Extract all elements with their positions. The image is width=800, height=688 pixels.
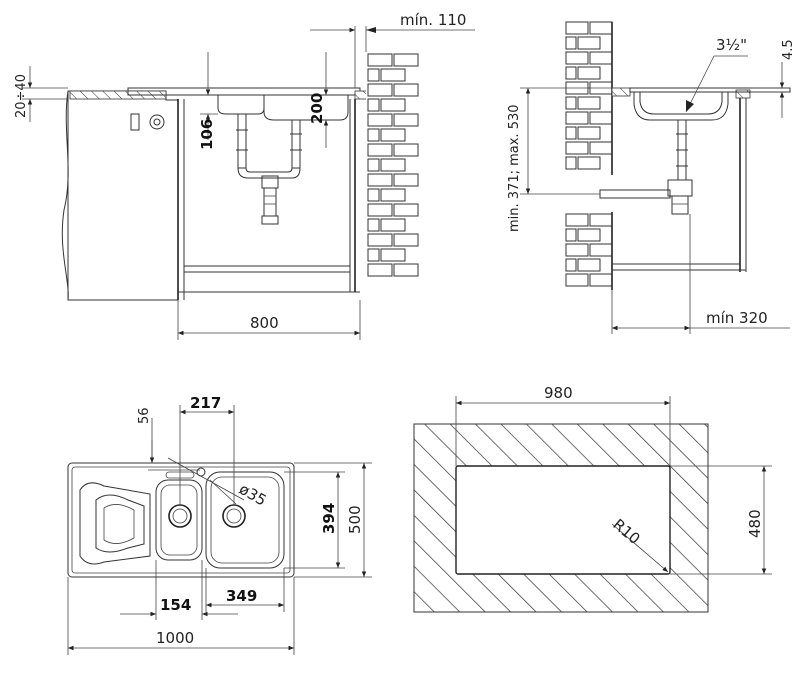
brick xyxy=(367,113,393,127)
brick xyxy=(565,51,589,65)
brick xyxy=(367,68,380,82)
dim-35: ø35 xyxy=(236,480,269,510)
brick xyxy=(393,203,419,217)
front-section-view: mín. 110 20÷40 106 200 800 xyxy=(14,11,475,340)
brick xyxy=(565,273,589,287)
dim-200: 200 xyxy=(308,93,326,124)
brick xyxy=(367,98,380,112)
brick xyxy=(393,53,419,67)
brick xyxy=(589,273,613,287)
brick xyxy=(589,51,613,65)
brick xyxy=(565,36,577,50)
brick xyxy=(565,66,577,80)
dim-480: 480 xyxy=(746,509,764,538)
brick xyxy=(393,113,419,127)
brick xyxy=(367,203,393,217)
side-section-view: 3½" 4.5 min. 371; max. 530 mín 320 xyxy=(507,21,796,334)
brick xyxy=(565,258,577,272)
brick xyxy=(380,248,406,262)
brick xyxy=(565,213,589,227)
dim-20-40: 20÷40 xyxy=(14,74,29,118)
brick xyxy=(367,83,393,97)
dim-217: 217 xyxy=(190,394,221,412)
small-bowl-drain-icon xyxy=(168,504,192,528)
brick xyxy=(565,96,577,110)
dim-154: 154 xyxy=(160,596,191,614)
brick xyxy=(577,36,601,50)
dim-106: 106 xyxy=(198,119,216,150)
brick xyxy=(565,243,589,257)
dim-56: 56 xyxy=(137,407,152,424)
brick xyxy=(380,188,406,202)
dim-980: 980 xyxy=(544,384,573,402)
brick xyxy=(367,218,380,232)
dim-500: 500 xyxy=(346,505,364,534)
brick xyxy=(380,218,406,232)
brick xyxy=(367,53,393,67)
brick-wall-right-upper xyxy=(565,21,613,170)
brick xyxy=(380,158,406,172)
brick xyxy=(577,228,601,242)
brick-wall-left xyxy=(366,52,419,282)
cutout-opening xyxy=(455,465,671,575)
brick xyxy=(367,248,380,262)
dim-min-320: mín 320 xyxy=(706,309,768,327)
brick xyxy=(393,173,419,187)
brick xyxy=(367,173,393,187)
dim-1000: 1000 xyxy=(156,629,194,647)
brick xyxy=(367,158,380,172)
brick xyxy=(577,66,601,80)
dim-3-5-inch: 3½" xyxy=(716,36,747,54)
brick xyxy=(565,126,577,140)
brick xyxy=(367,188,380,202)
brick xyxy=(565,156,577,170)
brick xyxy=(577,126,601,140)
brick xyxy=(367,128,380,142)
dim-min-110: mín. 110 xyxy=(400,11,466,29)
socket-icon xyxy=(130,113,140,131)
plan-view: 217 56 ø35 394 500 154 349 100 xyxy=(67,394,372,655)
dim-min-371-max-530: min. 371; max. 530 xyxy=(507,104,522,232)
brick xyxy=(577,156,601,170)
brick xyxy=(589,21,613,35)
brick xyxy=(565,111,589,125)
dim-394: 394 xyxy=(320,503,338,534)
brick xyxy=(367,143,393,157)
dim-800: 800 xyxy=(250,314,279,332)
brick xyxy=(380,128,406,142)
brick xyxy=(565,228,577,242)
dim-349: 349 xyxy=(226,587,257,605)
brick xyxy=(589,243,613,257)
valve-icon xyxy=(149,114,165,130)
brick xyxy=(367,233,393,247)
brick xyxy=(565,141,589,155)
brick xyxy=(380,68,406,82)
brick xyxy=(393,143,419,157)
cutout-view: 980 480 R10 xyxy=(413,384,772,613)
brick xyxy=(393,83,419,97)
brick xyxy=(393,233,419,247)
brick xyxy=(393,263,419,277)
brick xyxy=(589,213,613,227)
large-bowl-drain-icon xyxy=(222,504,246,528)
dim-4-5: 4.5 xyxy=(781,39,796,60)
brick xyxy=(589,141,613,155)
brick xyxy=(565,21,589,35)
brick xyxy=(589,111,613,125)
brick xyxy=(367,263,393,277)
brick xyxy=(577,258,601,272)
brick-wall-right-lower xyxy=(565,213,613,287)
brick xyxy=(380,98,406,112)
brick xyxy=(577,96,601,110)
